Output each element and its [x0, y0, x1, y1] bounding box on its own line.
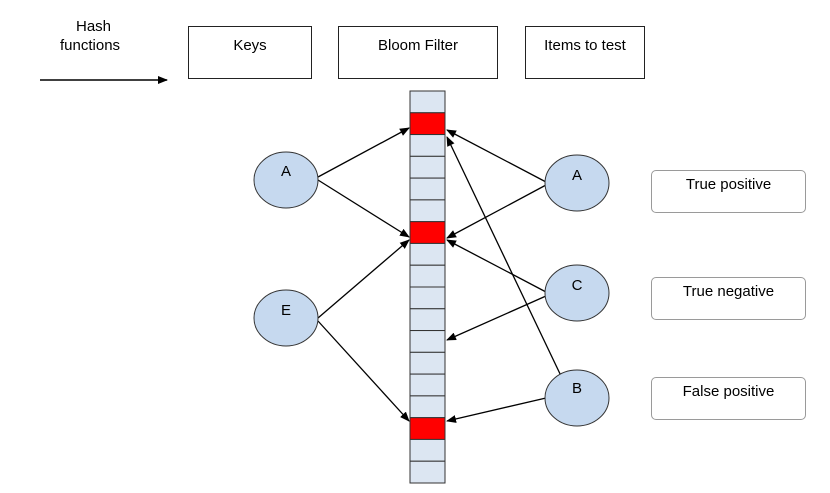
result-label-false-positive: False positive — [651, 377, 806, 420]
test-node-a: A — [544, 154, 610, 212]
key-node-e: E — [253, 289, 319, 347]
bloom-filter-header: Bloom Filter — [338, 26, 498, 79]
bit-cell-set-1 — [409, 112, 446, 136]
hash-arrows — [317, 127, 563, 423]
bit-cell-set-15 — [409, 417, 446, 440]
arrow-key-e-to-bit-6 — [317, 239, 410, 319]
arrow-key-a-to-bit-1 — [317, 127, 410, 178]
arrow-item-c-to-bit-11 — [446, 295, 547, 341]
hash-functions-label-line1: Hash — [76, 18, 112, 35]
key-node-a: A — [253, 151, 319, 209]
arrow-key-e-to-bit-15 — [317, 320, 410, 422]
bit-cell-5 — [409, 199, 446, 223]
bloom-filter-array — [409, 90, 446, 484]
test-node-c: C — [544, 264, 610, 322]
result-label-true-positive: True positive — [651, 170, 806, 213]
bit-cell-14 — [409, 395, 446, 419]
key-node-a-label: A — [281, 163, 291, 180]
test-node-a-label: A — [572, 167, 582, 184]
arrow-item-b-to-bit-1 — [446, 136, 563, 379]
bit-cell-2 — [409, 134, 446, 157]
arrow-item-b-to-bit-15 — [446, 397, 547, 423]
test-node-c-label: C — [572, 277, 583, 294]
bit-cell-set-6 — [409, 221, 446, 244]
hash-functions-label-line2: functions — [60, 37, 121, 54]
bit-cell-10 — [409, 308, 446, 332]
bit-cell-3 — [409, 155, 446, 179]
bit-cell-8 — [409, 264, 446, 288]
bit-cell-0 — [409, 90, 446, 114]
items-to-test-header: Items to test — [525, 26, 645, 79]
key-node-e-label: E — [281, 302, 291, 319]
arrow-item-a-to-bit-1 — [446, 129, 547, 183]
result-label-true-negative: True negative — [651, 277, 806, 320]
bit-cell-12 — [409, 351, 446, 375]
bit-cell-11 — [409, 330, 446, 353]
bit-cell-16 — [409, 438, 446, 462]
bit-cell-4 — [409, 177, 446, 201]
bit-cell-7 — [409, 242, 446, 266]
arrow-item-c-to-bit-6 — [446, 239, 547, 293]
bit-cell-17 — [409, 460, 446, 484]
arrow-key-a-to-bit-6 — [317, 179, 410, 238]
test-node-b-label: B — [572, 380, 582, 397]
bit-cell-13 — [409, 373, 446, 397]
arrow-item-a-to-bit-6 — [446, 184, 547, 239]
keys-header: Keys — [188, 26, 312, 79]
test-node-b: B — [544, 369, 610, 427]
bit-cell-9 — [409, 286, 446, 310]
